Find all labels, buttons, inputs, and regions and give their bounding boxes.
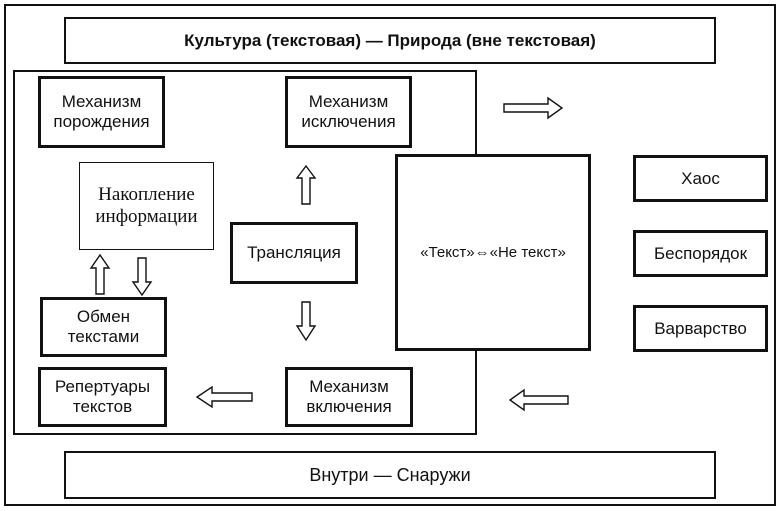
arrow-down-to-exchange-icon — [133, 258, 151, 295]
arrow-right-outgoing-icon — [504, 98, 562, 118]
arrow-down-to-inclusion-icon — [297, 302, 315, 340]
arrow-left-incoming-icon — [510, 390, 568, 410]
arrow-up-to-exclusion-icon — [297, 166, 315, 204]
arrow-up-to-accumulation-icon — [91, 255, 109, 294]
arrow-left-to-repertoires-icon — [197, 387, 252, 407]
